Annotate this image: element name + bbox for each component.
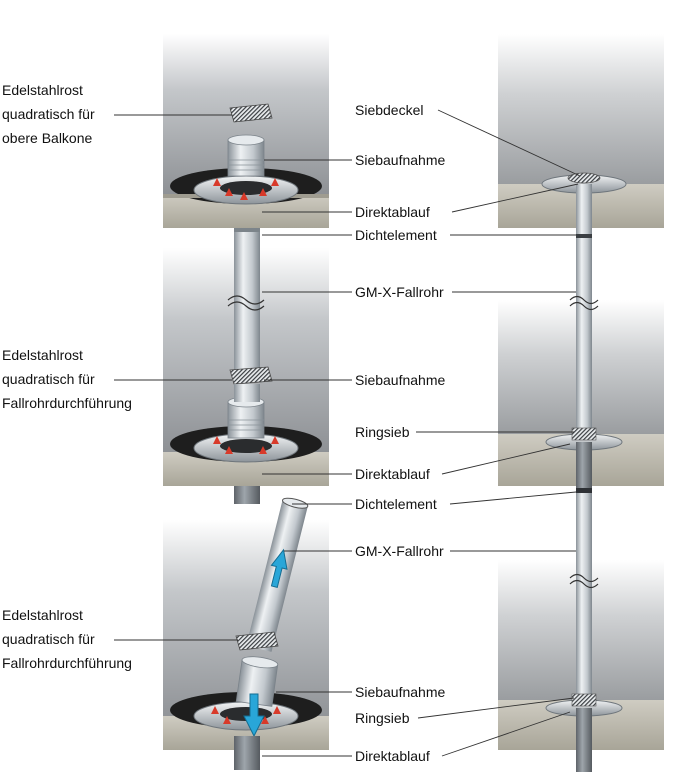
left-panel-3	[163, 497, 329, 770]
label-fallrohr-1: GM-X-Fallrohr	[355, 284, 444, 300]
label-line: Fallrohrdurchführung	[2, 655, 132, 671]
label-grate-pipe-2: Edelstahlrost quadratisch für Fallrohrdu…	[2, 603, 132, 675]
label-ringsieb-1: Ringsieb	[355, 424, 410, 440]
label-direktablauf-2: Direktablauf	[355, 466, 430, 482]
label-line: Edelstahlrost	[2, 607, 83, 623]
right-pipe-top	[576, 184, 592, 236]
label-dichtelement-2: Dichtelement	[355, 496, 437, 512]
label-siebaufnahme-2: Siebaufnahme	[355, 372, 446, 388]
right-pipe-low	[576, 493, 592, 703]
label-siebaufnahme-1: Siebaufnahme	[355, 152, 446, 168]
label-direktablauf-3: Direktablauf	[355, 748, 430, 764]
label-line: Edelstahlrost	[2, 82, 83, 98]
label-siebdeckel: Siebdeckel	[355, 102, 424, 118]
label-direktablauf-1: Direktablauf	[355, 204, 430, 220]
label-line: quadratisch für	[2, 631, 95, 647]
label-line: quadratisch für	[2, 371, 95, 387]
right-seal-ring-2	[576, 488, 592, 493]
label-grate-pipe-1: Edelstahlrost quadratisch für Fallrohrdu…	[2, 343, 132, 415]
right-seal-ring-1	[576, 234, 592, 238]
label-line: quadratisch für	[2, 106, 95, 122]
label-dichtelement-1: Dichtelement	[355, 227, 437, 243]
left-panel-2	[163, 248, 329, 486]
leader-lines	[114, 109, 581, 757]
outlet-stub	[234, 486, 260, 504]
label-line: Edelstahlrost	[2, 347, 83, 363]
pipe-segment	[234, 228, 260, 248]
label-line: obere Balkone	[2, 130, 93, 146]
label-siebaufnahme-3: Siebaufnahme	[355, 684, 446, 700]
label-line: Fallrohrdurchführung	[2, 395, 132, 411]
label-fallrohr-2: GM-X-Fallrohr	[355, 543, 444, 559]
label-ringsieb-2: Ringsieb	[355, 710, 410, 726]
label-grate-upper: Edelstahlrost quadratisch für obere Balk…	[2, 78, 95, 150]
right-panel-1	[498, 34, 664, 228]
right-pipe-mid	[576, 238, 592, 436]
seal-ring	[234, 228, 260, 232]
left-panel-1	[163, 34, 329, 228]
